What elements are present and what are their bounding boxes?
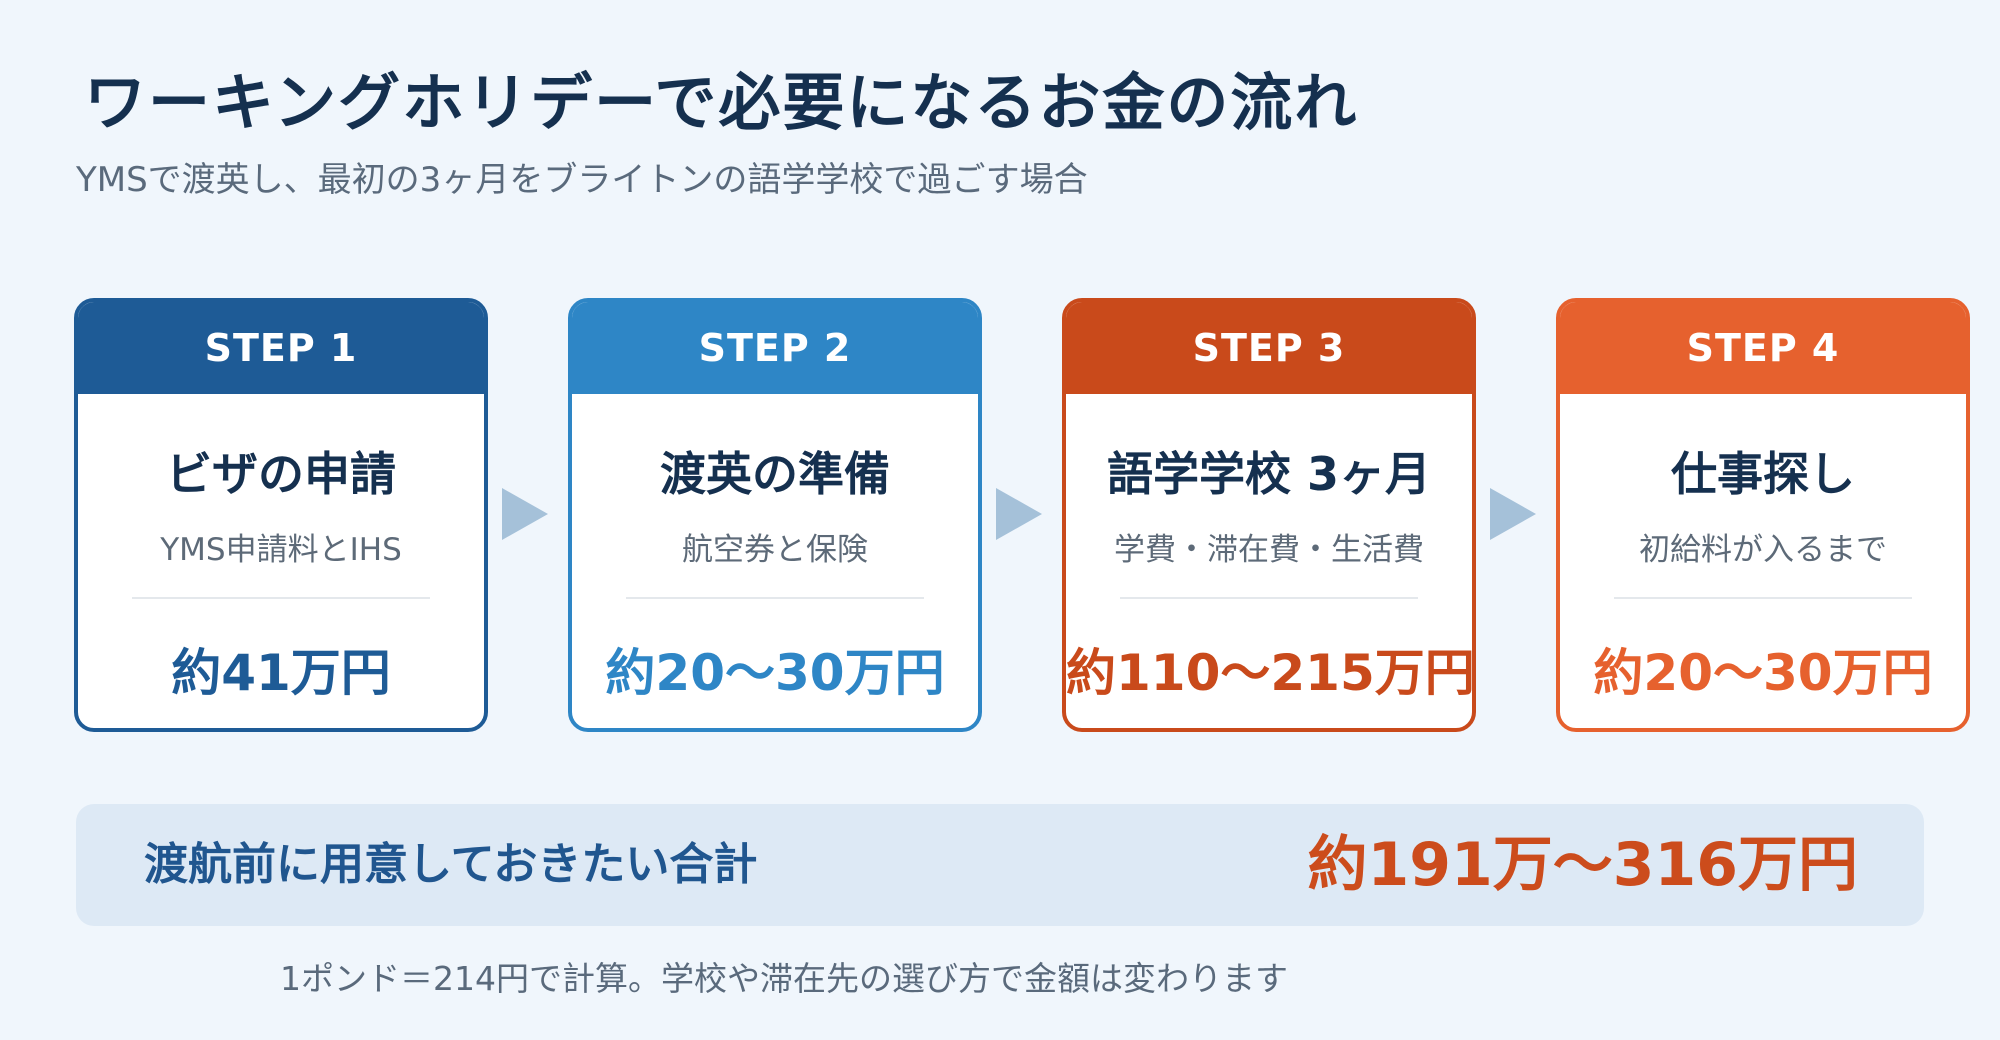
step-card-3: STEP 3 語学学校 3ヶ月 学費・滞在費・生活費 約110〜215万円 xyxy=(1062,298,1476,732)
step-card-amount: 約41万円 xyxy=(171,644,391,702)
step-card-amount: 約110〜215万円 xyxy=(1066,644,1475,702)
step-card-amount: 約20〜30万円 xyxy=(1593,644,1933,702)
step-card-amount: 約20〜30万円 xyxy=(605,644,945,702)
step-card-description: 初給料が入るまで xyxy=(1639,532,1887,568)
total-summary: 渡航前に用意しておきたい合計 約191万〜316万円 xyxy=(76,804,1924,926)
flow-arrow-icon xyxy=(996,488,1042,540)
step-card-header: STEP 4 xyxy=(1560,302,1966,394)
flow-arrow-icon xyxy=(1490,488,1536,540)
step-card-divider xyxy=(626,597,924,599)
step-card-description: 航空券と保険 xyxy=(682,532,868,568)
total-label: 渡航前に用意しておきたい合計 xyxy=(144,839,758,890)
step-card-title: ビザの申請 xyxy=(166,447,396,501)
step-card-description: YMS申請料とIHS xyxy=(160,532,402,568)
page-title: ワーキングホリデーで必要になるお金の流れ xyxy=(84,66,1359,139)
step-card-divider xyxy=(1614,597,1912,599)
step-card-1: STEP 1 ビザの申請 YMS申請料とIHS 約41万円 xyxy=(74,298,488,732)
flow-arrow-icon xyxy=(502,488,548,540)
footnote: 1ポンド＝214円で計算。学校や滞在先の選び方で金額は変わります xyxy=(280,959,1288,998)
page-subtitle: YMSで渡英し、最初の3ヶ月をブライトンの語学学校で過ごす場合 xyxy=(76,160,1088,200)
step-card-title: 渡英の準備 xyxy=(660,447,890,501)
step-card-header: STEP 2 xyxy=(572,302,978,394)
step-card-title: 仕事探し xyxy=(1671,447,1855,501)
total-amount: 約191万〜316万円 xyxy=(1307,830,1859,900)
step-card-header: STEP 1 xyxy=(78,302,484,394)
step-card-4: STEP 4 仕事探し 初給料が入るまで 約20〜30万円 xyxy=(1556,298,1970,732)
step-card-divider xyxy=(132,597,430,599)
step-flow: STEP 1 ビザの申請 YMS申請料とIHS 約41万円 STEP 2 渡英の… xyxy=(74,298,1970,732)
step-card-description: 学費・滞在費・生活費 xyxy=(1114,532,1424,568)
step-card-divider xyxy=(1120,597,1418,599)
step-card-title: 語学学校 3ヶ月 xyxy=(1106,447,1432,501)
step-card-header: STEP 3 xyxy=(1066,302,1472,394)
step-card-2: STEP 2 渡英の準備 航空券と保険 約20〜30万円 xyxy=(568,298,982,732)
